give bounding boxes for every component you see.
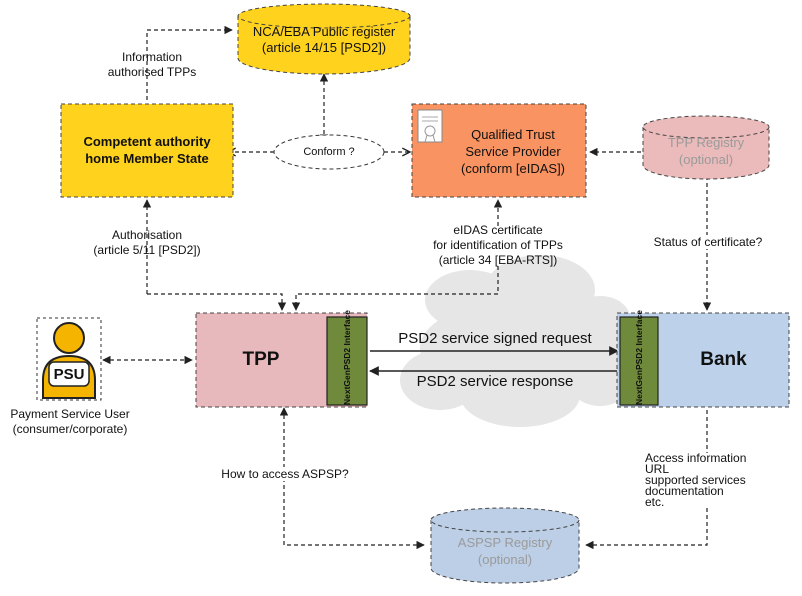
qtsp-label: Qualified Trust Service Provider (confor… <box>440 122 586 180</box>
psu-badge-text: PSU <box>53 365 85 383</box>
competent-authority-line1: Competent authority <box>83 134 211 149</box>
information-line2: authorised TPPs <box>107 65 197 79</box>
eidas-cert-label: eIDAS certificate for identification of … <box>418 223 578 268</box>
information-line1: Information <box>121 50 183 64</box>
psu-caption-line2: (consumer/corporate) <box>12 422 128 436</box>
authorisation-label: Authorisation (article 5/11 [PSD2]) <box>74 228 220 258</box>
public-register-cylinder <box>237 3 411 75</box>
aspsp-registry-line2: (optional) <box>477 552 533 567</box>
psu-caption-line1: Payment Service User <box>10 407 130 421</box>
conform-ellipse <box>273 134 385 170</box>
access-info-label: Access information URL supported service… <box>645 451 755 509</box>
psu-badge: PSU <box>49 362 89 386</box>
competent-authority-label: Competent authority home Member State <box>61 128 233 172</box>
edge-cert-to-tpp <box>291 266 499 311</box>
edge-tpp-aspsp <box>279 407 425 550</box>
psu-caption: Payment Service User (consumer/corporate… <box>0 407 140 437</box>
authorisation-line1: Authorisation <box>111 228 183 242</box>
public-register-line2: (article 14/15 [PSD2]) <box>261 40 387 55</box>
tpp-registry-line2: (optional) <box>678 152 734 167</box>
network-cloud <box>400 255 640 427</box>
how-access-label: How to access ASPSP? <box>210 467 360 481</box>
certificate-icon <box>417 109 443 143</box>
signed-request-label: PSD2 service signed request <box>398 330 592 347</box>
public-register-label: NCA/EBA Public register (article 14/15 [… <box>238 20 410 60</box>
competent-authority-line2: home Member State <box>85 151 209 166</box>
bank-text: Bank <box>700 349 747 370</box>
response-label: PSD2 service response <box>416 373 574 390</box>
information-label: Information authorised TPPs <box>92 50 212 80</box>
tpp-interface-label: NextGenPSD2 Interface <box>342 310 352 405</box>
tpp-label: TPP <box>196 340 326 380</box>
psu-person-icon <box>36 317 102 401</box>
status-cert-label: Status of certificate? <box>640 235 776 249</box>
eidas-cert-line1: eIDAS certificate <box>453 223 543 237</box>
bank-label: Bank <box>658 340 789 380</box>
aspsp-registry-cylinder <box>430 507 580 584</box>
qtsp-line2: Service Provider <box>465 143 561 159</box>
authorisation-line2: (article 5/11 [PSD2]) <box>93 243 201 257</box>
tpp-registry-cylinder <box>642 115 770 180</box>
competent-authority-box <box>60 103 234 198</box>
tpp-registry-label: TPP Registry (optional) <box>643 132 769 170</box>
qtsp-line1: Qualified Trust <box>471 126 555 142</box>
conform-label: Conform ? <box>274 143 384 161</box>
aspsp-registry-line1: ASPSP Registry <box>457 535 553 550</box>
aspsp-registry-label: ASPSP Registry (optional) <box>431 532 579 570</box>
access-info-line4: documentation <box>645 484 724 498</box>
access-info-line5: etc. <box>645 495 665 509</box>
public-register-line1: NCA/EBA Public register <box>252 24 396 39</box>
access-info-line3: supported services <box>645 473 746 487</box>
eidas-cert-line3: (article 34 [EBA-RTS]) <box>438 253 558 267</box>
access-info-line2: URL <box>645 462 670 476</box>
api-edges <box>369 346 619 376</box>
bank-interface-label: NextGenPSD2 Interface <box>634 310 644 405</box>
tpp-registry-line1: TPP Registry <box>667 135 745 150</box>
edge-auth-to-tpp <box>147 293 287 311</box>
access-info-line1: Access information <box>645 451 747 465</box>
tpp-text: TPP <box>242 349 280 370</box>
conform-text: Conform ? <box>303 146 355 158</box>
bank-interface-panel <box>619 316 659 406</box>
eidas-cert-line2: for identification of TPPs <box>433 238 563 252</box>
qtsp-line3: (conform [eIDAS]) <box>460 160 566 176</box>
tpp-interface-panel <box>326 316 368 406</box>
edge-ca-to-register <box>146 25 233 100</box>
